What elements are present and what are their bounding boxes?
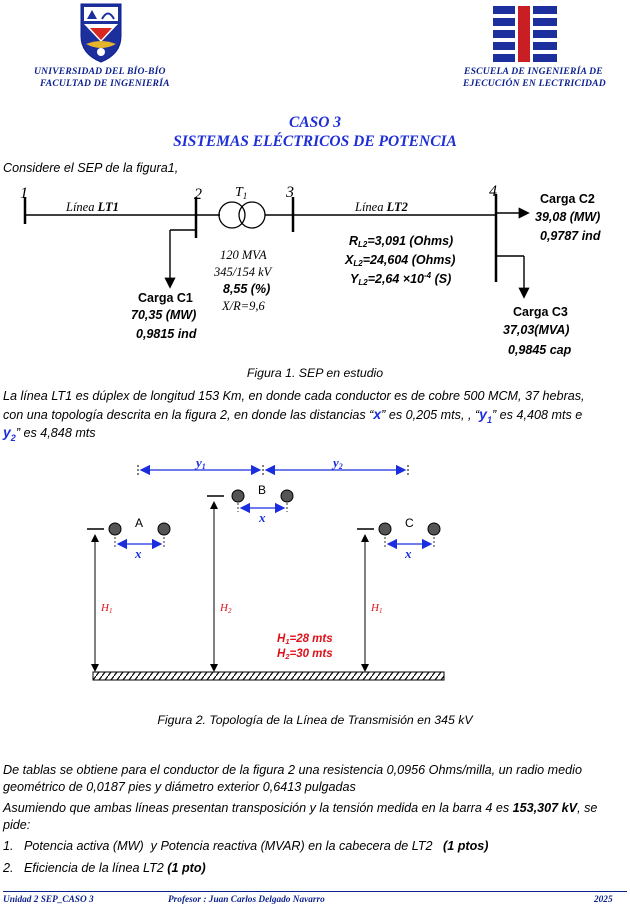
figure-1-diagram: 1 2 3 4 T1 Línea LT1 Línea LT2 120 MVA 3…: [20, 183, 601, 357]
dim-y2: [264, 464, 409, 476]
t1-voltage: 345/154 kV: [213, 265, 273, 279]
bus-1-label: 1: [20, 185, 28, 202]
inline-y1: y1: [479, 406, 492, 425]
school-logo: [493, 6, 557, 64]
phase-a-label: A: [135, 516, 143, 530]
inline-x: x: [373, 406, 382, 422]
case-title: CASO 3: [288, 114, 342, 131]
dim-y1: [137, 464, 264, 476]
paragraph-conductor-line1: De tablas se obtiene para el conductor d…: [3, 763, 582, 777]
lt2-reactance: XL2=24,604 (Ohms): [344, 253, 455, 268]
paragraph-lt1-line2: con una topología descrita en la figura …: [3, 406, 583, 425]
lt2-admittance: YL2=2,64 ×10-4 (S): [350, 271, 451, 287]
paragraph-lt1-line1: La línea LT1 es dúplex de longitud 153 K…: [3, 389, 585, 403]
footer-professor: Profesor : Juan Carlos Delgado Navarro: [168, 895, 325, 905]
load-c1-feeder: [164, 229, 196, 289]
figure-2-diagram: y1 y2 B x A x C x: [87, 455, 445, 681]
bus-4-label: 4: [489, 183, 497, 200]
paragraph-lt1-line3: y2” es 4,848 mts: [3, 424, 96, 443]
x-label-b: x: [258, 510, 266, 525]
load-c2-pf: 0,9787 ind: [540, 229, 601, 243]
phase-a-conductors: [108, 522, 171, 536]
t1-label: T1: [235, 185, 247, 201]
intro-text: Considere el SEP de la figura1,: [3, 161, 179, 175]
dim-x-c: [384, 537, 435, 550]
phase-c-label: C: [405, 516, 414, 530]
height-note-h2: H2=30 mts: [277, 648, 333, 661]
dim-x-a: [114, 537, 165, 550]
load-c1-name: Carga C1: [138, 291, 193, 305]
phase-b-label: B: [258, 483, 266, 497]
load-c3-feeder: [496, 255, 530, 299]
load-c2-power: 39,08 (MW): [535, 210, 600, 224]
load-c3-pf: 0,9845 cap: [508, 343, 572, 357]
t1-impedance: 8,55 (%): [223, 282, 270, 296]
h1-label-left: H1: [100, 602, 112, 615]
lt2-resistance: RL2=3,091 (Ohms): [349, 234, 453, 249]
footer-year: 2025: [594, 895, 613, 905]
bus-3-label: 3: [285, 184, 294, 201]
university-logo: [78, 2, 124, 64]
figure-1-caption: Figura 1. SEP en estudio: [246, 366, 384, 380]
height-note-h1: H1=28 mts: [277, 633, 333, 646]
paragraph-assumption-line2: pide:: [3, 818, 31, 832]
bus4-voltage: 153,307 kV: [512, 801, 578, 815]
load-c1-power: 70,35 (MW): [131, 308, 196, 322]
x-label-a: x: [134, 546, 142, 561]
paragraph-assumption-line1: Asumiendo que ambas líneas presentan tra…: [3, 801, 598, 815]
phase-b-conductors: [231, 489, 294, 503]
h2-label: H2: [219, 602, 232, 615]
lt1-label: Línea LT1: [65, 200, 119, 214]
bus-2-label: 2: [194, 186, 202, 203]
h1-label-right: H1: [370, 602, 382, 615]
school-name-line1: ESCUELA DE INGENIERÍA DE: [464, 66, 603, 77]
question-1: 1.Potencia activa (MW) y Potencia reacti…: [3, 839, 489, 853]
school-name-line2: EJECUCIÓN EN LECTRICIDAD: [463, 78, 606, 89]
question-2: 2.Eficiencia de la línea LT2 (1 pto): [3, 861, 206, 875]
university-name: UNIVERSIDAD DEL BÍO-BÍO: [34, 66, 166, 77]
load-c3-power: 37,03(MVA): [503, 323, 569, 337]
t1-xr: X/R=9,6: [221, 299, 266, 313]
lt2-label: Línea LT2: [354, 200, 408, 214]
y1-label: y1: [194, 455, 206, 471]
transformer-t1: [218, 201, 266, 229]
faculty-name: FACULTAD DE INGENIERÍA: [40, 78, 170, 89]
ground-hatch: [92, 671, 445, 681]
figure-2-caption: Figura 2. Topología de la Línea de Trans…: [157, 713, 473, 727]
x-label-c: x: [404, 546, 412, 561]
inline-y2: y2: [3, 424, 16, 443]
dim-x-b: [237, 502, 288, 514]
course-title: SISTEMAS ELÉCTRICOS DE POTENCIA: [173, 133, 457, 150]
load-c2-name: Carga C2: [540, 192, 595, 206]
t1-rating: 120 MVA: [220, 248, 267, 262]
phase-c-conductors: [378, 522, 441, 536]
paragraph-conductor-line2: geométrico de 0,0187 pies y diámetro ext…: [3, 780, 356, 794]
footer-rule: [3, 891, 627, 892]
footer-unit: Unidad 2 SEP_CASO 3: [3, 895, 94, 905]
load-c1-pf: 0,9815 ind: [136, 327, 197, 341]
y2-label: y2: [331, 455, 343, 471]
load-c3-name: Carga C3: [513, 305, 568, 319]
